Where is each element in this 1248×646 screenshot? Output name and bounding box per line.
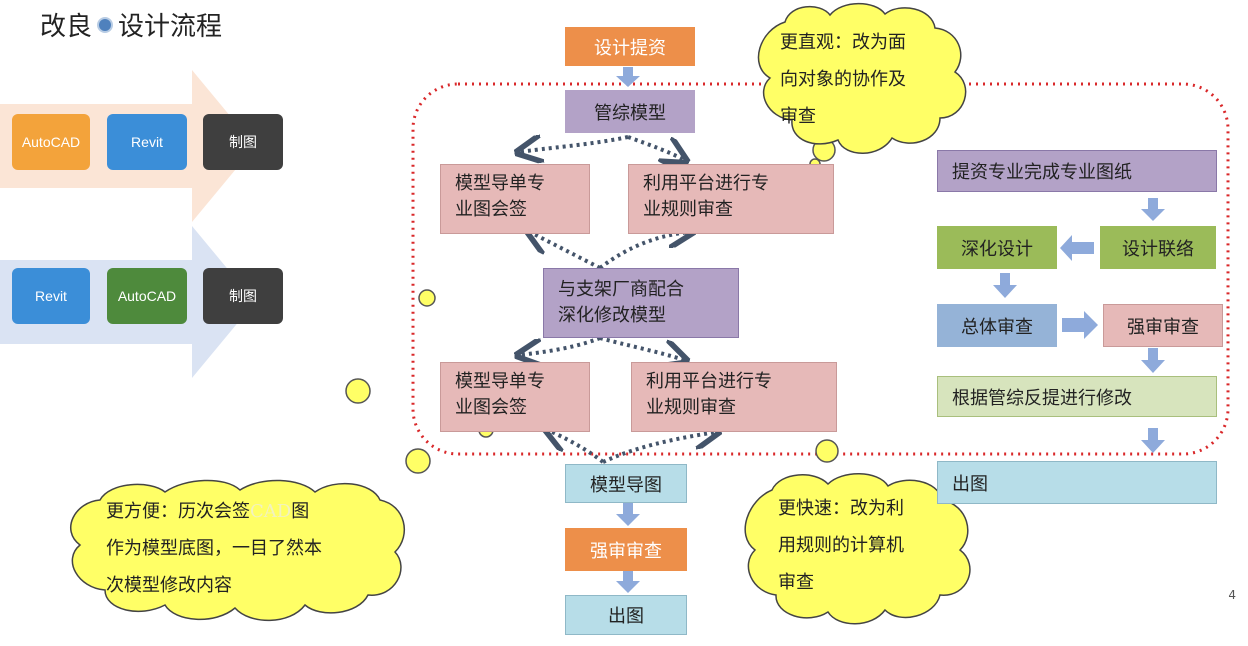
box-deepen-design: 深化设计 <box>937 226 1057 269</box>
cloud-convenient-text: 更方便：历次会签CAD图 作为模型底图，一目了然本 次模型修改内容 <box>106 493 322 604</box>
box-revise: 根据管综反提进行修改 <box>937 376 1217 417</box>
cloud-line-first: 更方便：历次会签CAD图 <box>106 493 322 530</box>
box-line: 业规则审查 <box>646 397 736 418</box>
bubble <box>815 439 839 463</box>
box-bracket-vendor: 与支架厂商配合 深化修改模型 <box>543 268 739 338</box>
flow-bottom-drawing: 制图 <box>203 268 283 324</box>
bullet-dot-icon <box>99 18 112 31</box>
flow-top-drawing: 制图 <box>203 114 283 170</box>
box-line: 模型导单专 <box>455 173 545 194</box>
cloud-intuitive <box>757 2 967 154</box>
curve-drawing-to-review2 <box>602 432 716 464</box>
arrow-overall-to-strong <box>1062 311 1098 339</box>
page-title: 改良 设计流程 <box>40 6 222 43</box>
flow-bottom-autocad: AutoCAD <box>107 268 187 324</box>
flow-top-autocad: AutoCAD <box>12 114 90 170</box>
curve-model-to-review1 <box>627 135 684 160</box>
arrow-deepen-to-overall <box>993 273 1017 298</box>
cloud-line: 审查 <box>778 572 814 593</box>
box-output-center: 出图 <box>565 595 687 635</box>
curve-vendor-to-review2 <box>599 336 684 360</box>
curve-vendor-to-review1 <box>598 232 690 270</box>
box-line: 利用平台进行专 <box>646 371 772 392</box>
box-line: 深化修改模型 <box>558 305 666 326</box>
arrow-submit-to-liaison <box>1141 198 1165 221</box>
arrow-review-to-output <box>616 570 640 593</box>
title-right: 设计流程 <box>118 12 223 42</box>
right-block-arrows <box>993 198 1165 453</box>
box-platform-review-1: 利用平台进行专 业规则审查 <box>628 164 834 234</box>
title-left: 改良 <box>40 12 93 42</box>
clouds <box>70 2 971 625</box>
cloud-text-prefix: 更方便：历次会签 <box>106 501 250 522</box>
bubble <box>345 378 371 404</box>
arrow-revise-to-output <box>1141 428 1165 453</box>
arrow-submit-to-model <box>616 67 640 87</box>
curve-drawing-to-sign2 <box>548 430 605 464</box>
flow-top-revit: Revit <box>107 114 187 170</box>
cloud-line: 用规则的计算机 <box>778 535 904 556</box>
page-number: 4 <box>1228 588 1236 602</box>
box-overall-review: 总体审查 <box>937 304 1057 347</box>
box-submit-complete: 提资专业完成专业图纸 <box>937 150 1217 192</box>
cloud-convenient <box>70 479 405 622</box>
curve-vendor-to-sign2 <box>520 336 601 355</box>
curve-model-to-sign1 <box>520 137 629 152</box>
cloud-text-faded: CAD <box>250 501 292 522</box>
arrow-liaison-to-deepen <box>1060 235 1094 261</box>
box-model-guide-sign-1: 模型导单专 业图会签 <box>440 164 590 234</box>
dotted-connectors <box>520 135 716 464</box>
box-model-drawing: 模型导图 <box>565 464 687 503</box>
box-strong-review-right: 强审审查 <box>1103 304 1223 347</box>
box-line: 业规则审查 <box>643 199 733 220</box>
cloud-line: 更直观：改为面 <box>780 32 906 53</box>
box-line: 模型导单专 <box>455 371 545 392</box>
box-line: 与支架厂商配合 <box>558 279 684 300</box>
box-design-submit: 设计提资 <box>565 27 695 66</box>
cloud-intuitive-text: 更直观：改为面 向对象的协作及 审查 <box>780 24 906 135</box>
box-platform-review-2: 利用平台进行专 业规则审查 <box>631 362 837 432</box>
box-line: 业图会签 <box>455 397 527 418</box>
box-model-guide-sign-2: 模型导单专 业图会签 <box>440 362 590 432</box>
bubble <box>405 448 431 474</box>
center-block-arrows <box>616 67 640 593</box>
cloud-line: 次模型修改内容 <box>106 575 232 596</box>
arrow-strong-to-revise <box>1141 348 1165 373</box>
cloud-faster <box>744 473 971 625</box>
cloud-text-suffix: 图 <box>291 501 310 522</box>
cloud-line: 审查 <box>780 106 816 127</box>
cloud-faster-text: 更快速：改为利 用规则的计算机 审查 <box>778 490 904 601</box>
box-line: 利用平台进行专 <box>643 173 769 194</box>
cloud-line: 更快速：改为利 <box>778 498 904 519</box>
arrow-drawing-to-review <box>616 503 640 526</box>
curve-vendor-to-sign1 <box>530 232 601 270</box>
box-output-right: 出图 <box>937 461 1217 504</box>
flow-bottom-revit: Revit <box>12 268 90 324</box>
box-strong-review-center: 强审审查 <box>565 528 687 571</box>
bubble <box>418 289 436 307</box>
cloud-line: 向对象的协作及 <box>780 69 906 90</box>
cloud-line: 作为模型底图，一目了然本 <box>106 538 322 559</box>
box-pipe-model: 管综模型 <box>565 90 695 133</box>
box-design-liaison: 设计联络 <box>1100 226 1216 269</box>
box-line: 业图会签 <box>455 199 527 220</box>
